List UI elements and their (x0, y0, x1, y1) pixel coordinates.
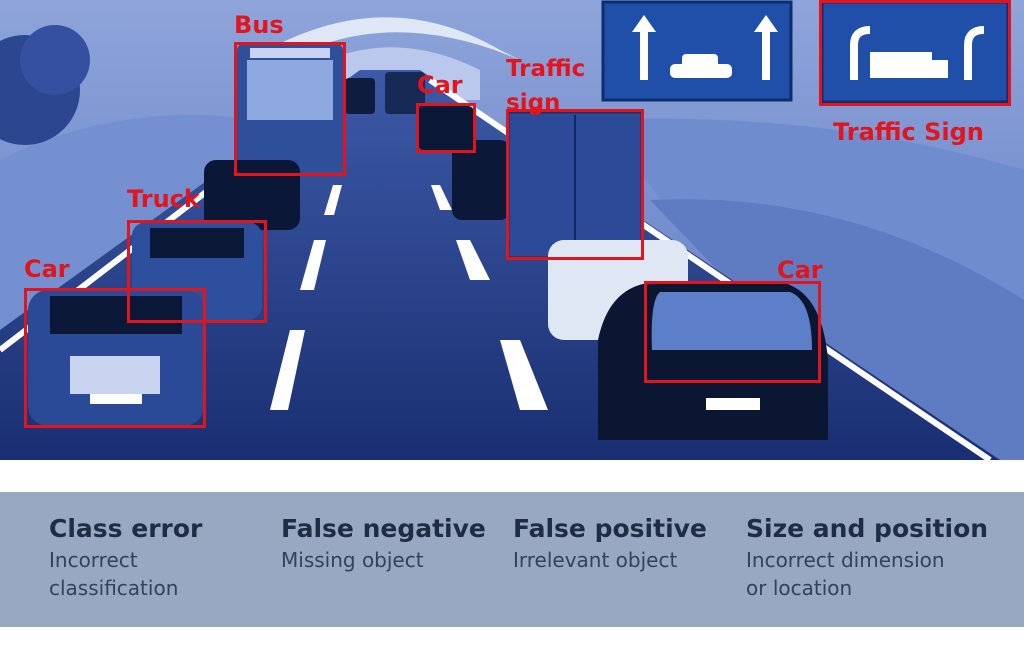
legend-title: False positive (513, 514, 707, 543)
legend-description: Irrelevant object (513, 548, 678, 572)
tunnel-arch (250, 17, 520, 70)
legend-title: False negative (281, 514, 486, 543)
car-front-left-bounding-box (24, 288, 206, 428)
label-truck: Truck (127, 185, 200, 213)
legend-description: Incorrect dimension or location (746, 548, 945, 600)
legend-description: Incorrect classification (49, 548, 179, 600)
traffic-sign-right-bounding-box (819, 0, 1011, 106)
scene-illustration (0, 0, 1024, 460)
label-car-right: Car (777, 256, 823, 284)
car-small-bounding-box (416, 103, 476, 153)
traffic-sign-left-bounding-box (506, 109, 644, 260)
error-legend: Class error Incorrect classification Fal… (0, 492, 1024, 627)
legend-item-class-error: Class error Incorrect classification (49, 514, 279, 602)
lane-markings (270, 185, 548, 410)
label-car-front-left: Car (24, 255, 70, 283)
road-sign-panels (601, 0, 1010, 104)
legend-item-false-negative: False negative Missing object (281, 514, 511, 574)
label-bus: Bus (234, 11, 284, 39)
legend-title: Size and position (746, 514, 989, 543)
legend-title: Class error (49, 514, 203, 543)
car-right-bounding-box (644, 281, 821, 383)
bus-shape (237, 44, 343, 172)
truck-bounding-box (127, 220, 267, 323)
label-traffic-sign-right: Traffic Sign (833, 118, 984, 146)
label-traffic-sign-left: Traffic sign (506, 56, 586, 116)
legend-item-size-position: Size and position Incorrect dimension or… (746, 514, 989, 602)
legend-item-false-positive: False positive Irrelevant object (513, 514, 743, 574)
legend-description: Missing object (281, 548, 424, 572)
label-car-small: Car (417, 71, 463, 99)
traffic-scene: Bus Car Traffic sign Traffic Sign Truck … (0, 0, 1024, 460)
bus-bounding-box (234, 42, 346, 176)
